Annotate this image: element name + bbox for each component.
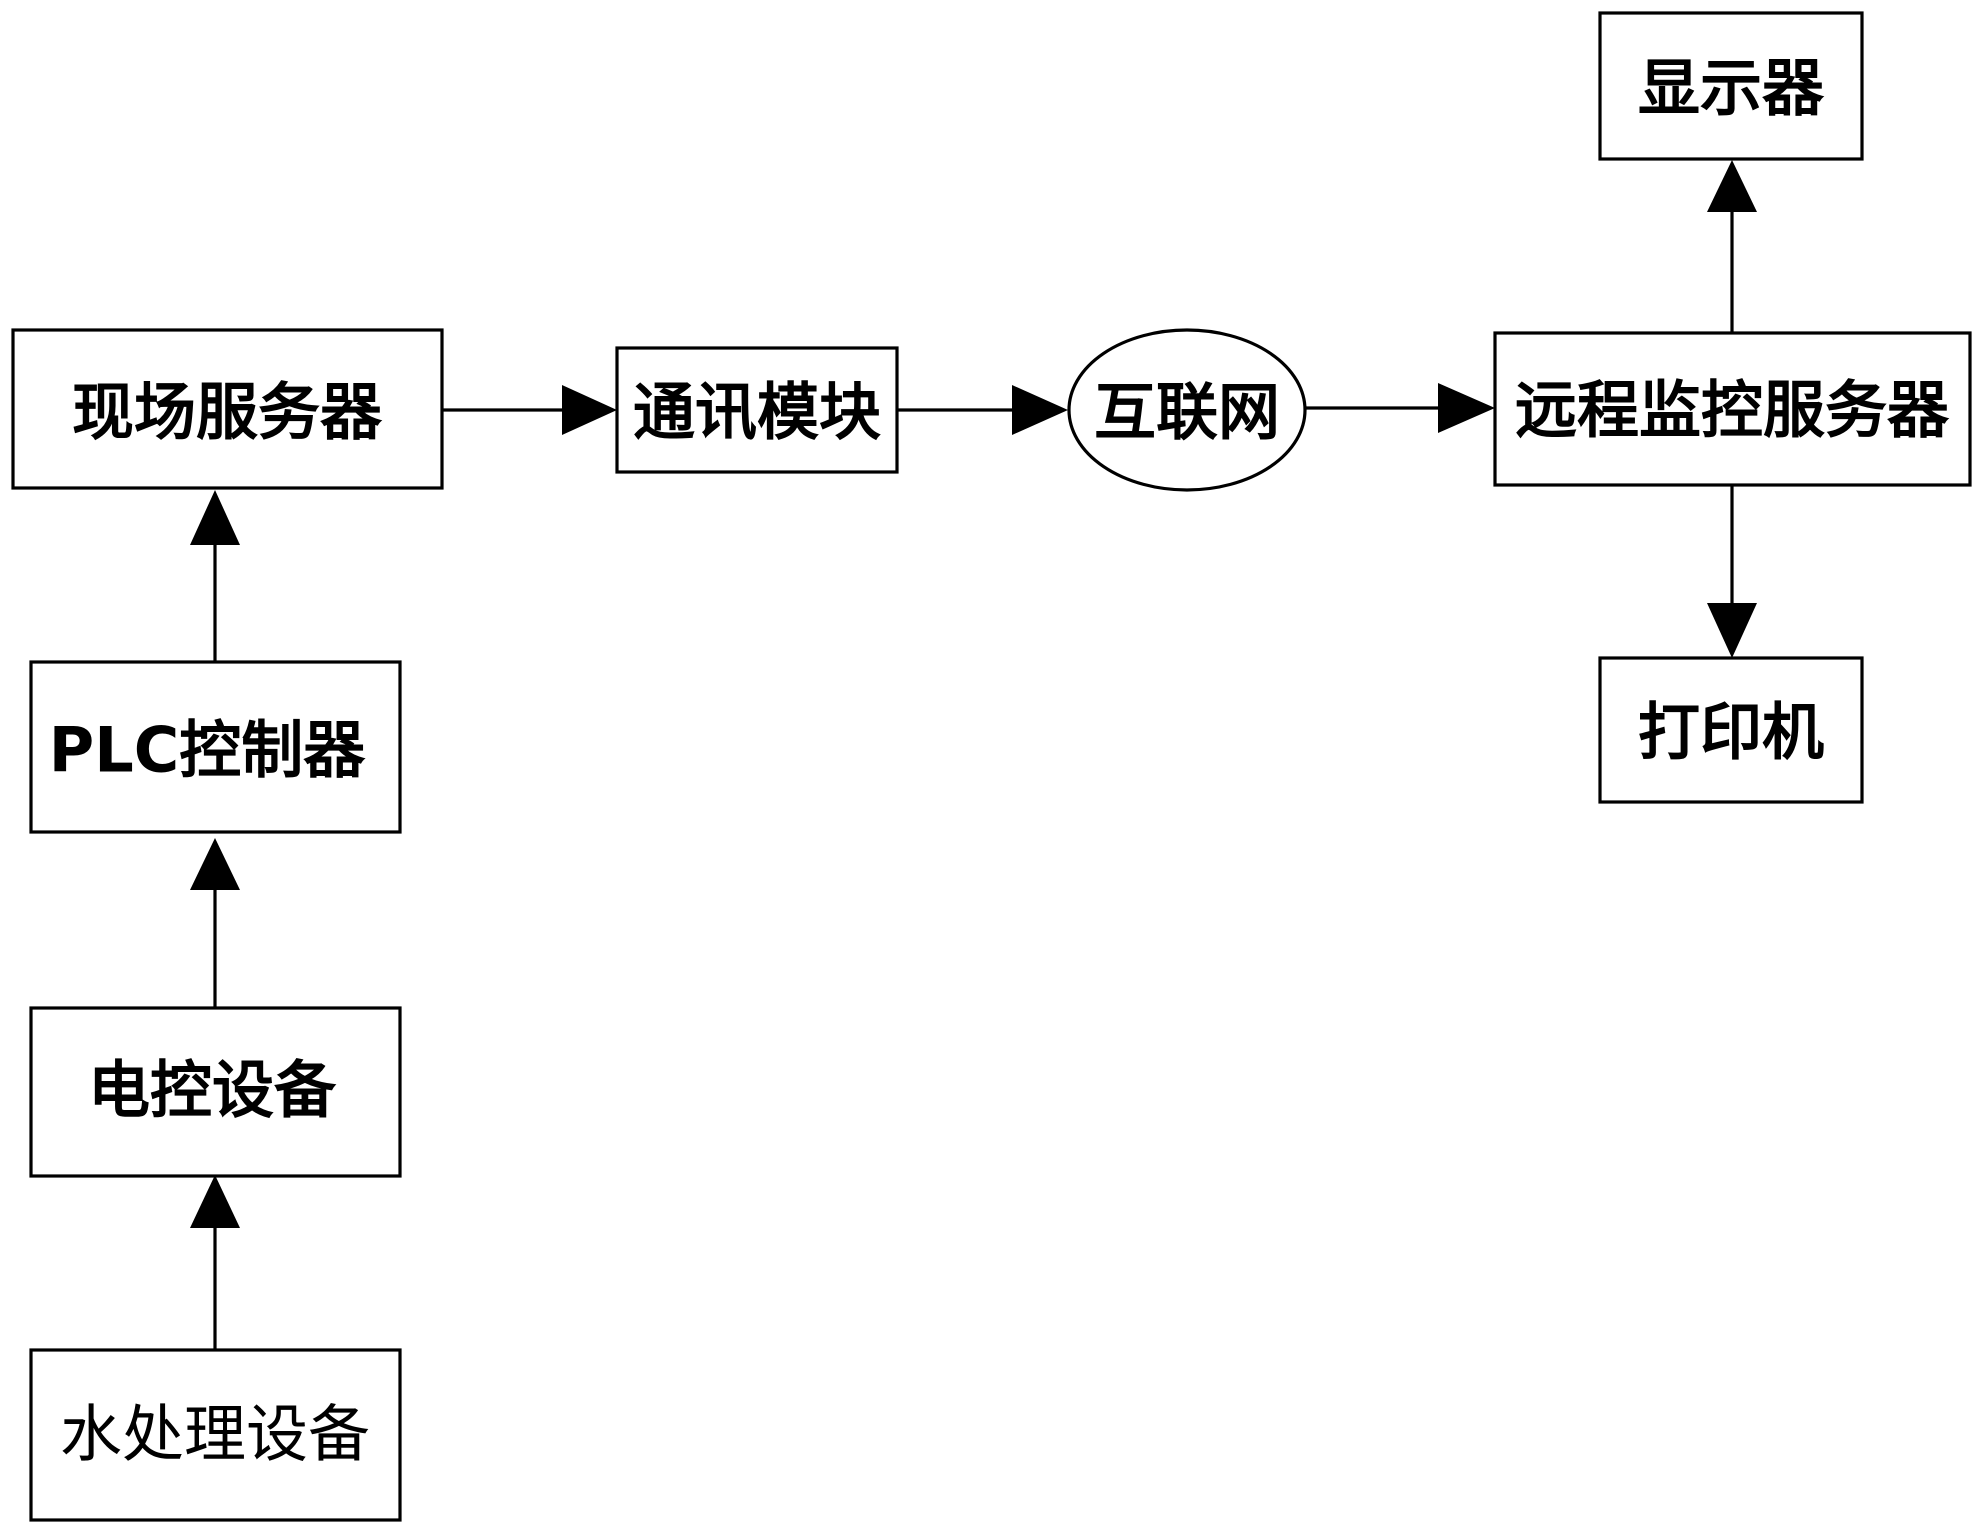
node-printer: 打印机 xyxy=(1598,656,1864,804)
edge-internet-to-remote-server xyxy=(1305,383,1495,433)
node-display: 显示器 xyxy=(1598,11,1864,161)
edge-site-server-to-comm-module xyxy=(442,385,617,435)
edge-comm-module-to-internet xyxy=(897,385,1068,435)
edge-remote-server-to-display xyxy=(1707,160,1757,333)
node-comm-module-label: 通讯模块 xyxy=(633,376,881,449)
node-display-label: 显示器 xyxy=(1638,52,1825,125)
node-water-treatment-equipment: 水处理设备 xyxy=(29,1348,402,1522)
node-water-treatment-equipment-label: 水处理设备 xyxy=(60,1398,370,1471)
node-site-server: 现场服务器 xyxy=(11,328,444,490)
node-site-server-label: 现场服务器 xyxy=(72,376,383,449)
node-electric-equipment-label: 电控设备 xyxy=(88,1054,337,1127)
node-comm-module: 通讯模块 xyxy=(615,346,899,474)
edge-water-to-electric xyxy=(190,1175,240,1350)
edge-electric-to-plc xyxy=(190,838,240,1008)
node-plc-controller-label: PLC控制器 xyxy=(49,714,366,787)
node-internet: 互联网 xyxy=(1067,328,1307,492)
node-remote-server-label: 远程监控服务器 xyxy=(1515,374,1950,447)
edge-remote-server-to-printer xyxy=(1707,485,1757,658)
edge-plc-to-site-server xyxy=(190,490,240,662)
node-plc-controller: PLC控制器 xyxy=(29,660,402,834)
node-printer-label: 打印机 xyxy=(1638,696,1824,769)
node-internet-label: 互联网 xyxy=(1094,376,1280,449)
node-electric-equipment: 电控设备 xyxy=(29,1006,402,1178)
node-remote-server: 远程监控服务器 xyxy=(1493,331,1972,487)
